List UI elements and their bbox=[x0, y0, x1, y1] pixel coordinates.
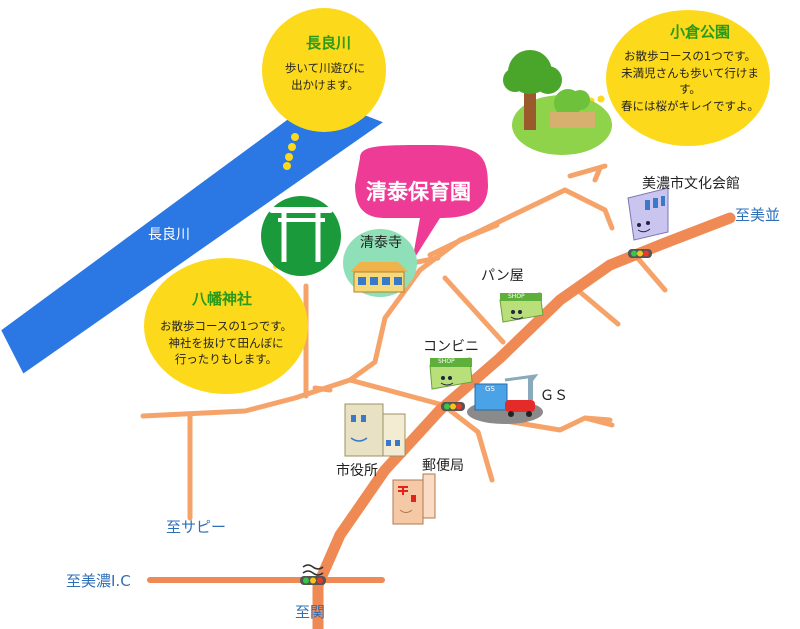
label-post-office: 郵便局 bbox=[422, 458, 464, 474]
bakery-building bbox=[499, 292, 544, 323]
label-bakery: パン屋 bbox=[481, 268, 524, 284]
local-roads bbox=[140, 163, 668, 521]
label-seitaiji: 清泰寺 bbox=[360, 235, 402, 251]
label-gas-station: ＧＳ bbox=[540, 388, 568, 404]
nagara-bubble bbox=[262, 8, 386, 132]
ogura-bubble-title: 小倉公園 bbox=[670, 23, 731, 41]
shrine-icon bbox=[261, 196, 341, 276]
river-label: 長良川 bbox=[148, 227, 190, 243]
park-icon bbox=[503, 50, 612, 155]
post-office-building bbox=[392, 473, 436, 525]
label-convenience: コンビニ bbox=[423, 339, 479, 355]
school-name: 清泰保育園 bbox=[366, 180, 471, 204]
culture-hall-building bbox=[627, 187, 669, 241]
convenience-building bbox=[429, 357, 473, 390]
convenience-sign: SHOP bbox=[438, 358, 455, 365]
city-office-building bbox=[344, 403, 406, 457]
gas-sign: GS bbox=[485, 385, 495, 393]
traffic-light-3 bbox=[628, 249, 652, 258]
direction-sapi: 至サピー bbox=[166, 518, 227, 536]
hachiman-bubble bbox=[144, 258, 308, 394]
traffic-light-2 bbox=[441, 402, 465, 411]
direction-mino-nami: 至美並 bbox=[735, 206, 781, 224]
ogura-bubble bbox=[606, 10, 770, 146]
wave-mark bbox=[302, 564, 324, 576]
bakery-sign: SHOP bbox=[508, 293, 525, 300]
hachiman-bubble-body: お散歩コースの1つです。 神社を抜けて田んぼに 行ったりもします。 bbox=[159, 319, 293, 367]
label-culture-hall: 美濃市文化会館 bbox=[642, 176, 740, 192]
direction-seki: 至関 bbox=[295, 603, 326, 621]
nagara-bubble-title: 長良川 bbox=[306, 34, 352, 52]
nagara-bubble-body: 歩いて川遊びに 出かけます。 bbox=[284, 61, 366, 92]
hachiman-bubble-title: 八幡神社 bbox=[192, 290, 253, 308]
ogura-bubble-body: お散歩コースの1つです。 未満児さんも歩いて行けます。 春には桜がキレイですよ。 bbox=[621, 49, 759, 114]
nagara-dots bbox=[283, 133, 299, 170]
temple-icon bbox=[343, 229, 417, 297]
label-city-office: 市役所 bbox=[336, 463, 378, 479]
direction-mino-ic: 至美濃I.C bbox=[66, 572, 131, 590]
traffic-light-1 bbox=[300, 576, 326, 585]
school-bubble bbox=[355, 145, 488, 262]
gas-station-building bbox=[467, 374, 543, 424]
